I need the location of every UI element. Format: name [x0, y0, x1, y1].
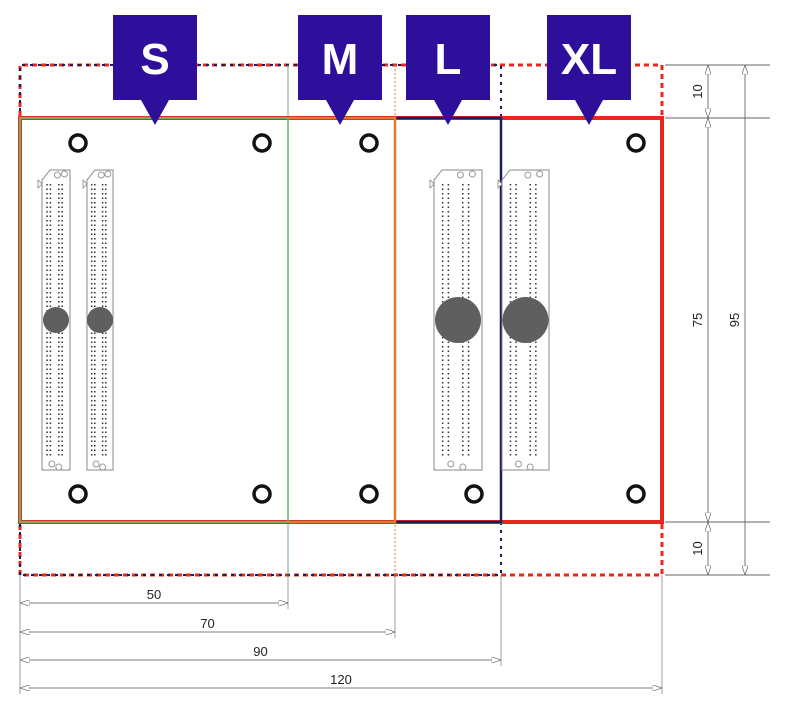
connector-hole	[468, 170, 476, 178]
connector-hole	[524, 171, 532, 179]
dimension-value-width: 70	[200, 616, 214, 631]
mounting-hole	[68, 133, 88, 153]
connector-hole	[536, 170, 544, 178]
connector-hole	[60, 170, 68, 178]
connector-hole	[447, 460, 455, 468]
connector-hole	[97, 171, 105, 179]
board-outlines	[18, 63, 664, 577]
dimension-value-total-height: 95	[727, 313, 742, 327]
mounting-hole	[626, 484, 646, 504]
connector-center-marker	[502, 297, 549, 343]
dimension-lines: 10 75 10 95 50 70 90 120	[19, 64, 770, 694]
mounting-hole	[626, 133, 646, 153]
connector-hole	[526, 463, 534, 471]
mounting-hole	[252, 484, 272, 504]
outer-outline-xl	[18, 63, 664, 577]
connector-hole	[459, 463, 467, 471]
mounting-hole	[464, 484, 484, 504]
dimension-value-height: 10	[690, 84, 705, 98]
size-label-xl-text: XL	[561, 35, 617, 84]
connector-hole	[55, 463, 63, 471]
size-label-s-badge	[113, 15, 197, 125]
dimension-value-width: 50	[147, 587, 161, 602]
size-label-m-badge	[298, 15, 382, 125]
connector-hole	[514, 460, 522, 468]
connector-hole	[53, 171, 61, 179]
connector-center-marker	[43, 307, 69, 333]
board-components	[37, 133, 646, 504]
mounting-hole	[68, 484, 88, 504]
connector-hole	[48, 460, 56, 468]
size-label-l-badge	[406, 15, 490, 125]
size-label-m-text: M	[322, 35, 359, 84]
mounting-hole	[252, 133, 272, 153]
pin1-marker-icon	[82, 179, 88, 189]
board-outline-xl	[18, 116, 664, 524]
pin1-marker-icon	[429, 179, 435, 189]
board-outline-m	[18, 116, 397, 524]
dimension-value-height: 10	[690, 541, 705, 555]
connector-hole	[92, 460, 100, 468]
connector-hole	[456, 171, 464, 179]
mounting-hole	[359, 133, 379, 153]
size-label-xl-badge	[547, 15, 631, 125]
mounting-hole	[359, 484, 379, 504]
dimension-value-height: 75	[690, 313, 705, 327]
size-label-s-text: S	[140, 35, 169, 84]
connector-hole	[104, 170, 112, 178]
connector-hole	[99, 463, 107, 471]
pin1-marker-icon	[37, 179, 43, 189]
pin1-marker-icon	[497, 179, 503, 189]
dimension-value-width: 90	[253, 644, 267, 659]
connector-center-marker	[87, 307, 113, 333]
connector-center-marker	[435, 297, 481, 343]
size-labels: S M L XL	[113, 15, 631, 125]
size-label-l-text: L	[435, 35, 462, 84]
dimension-value-width: 120	[330, 672, 352, 687]
